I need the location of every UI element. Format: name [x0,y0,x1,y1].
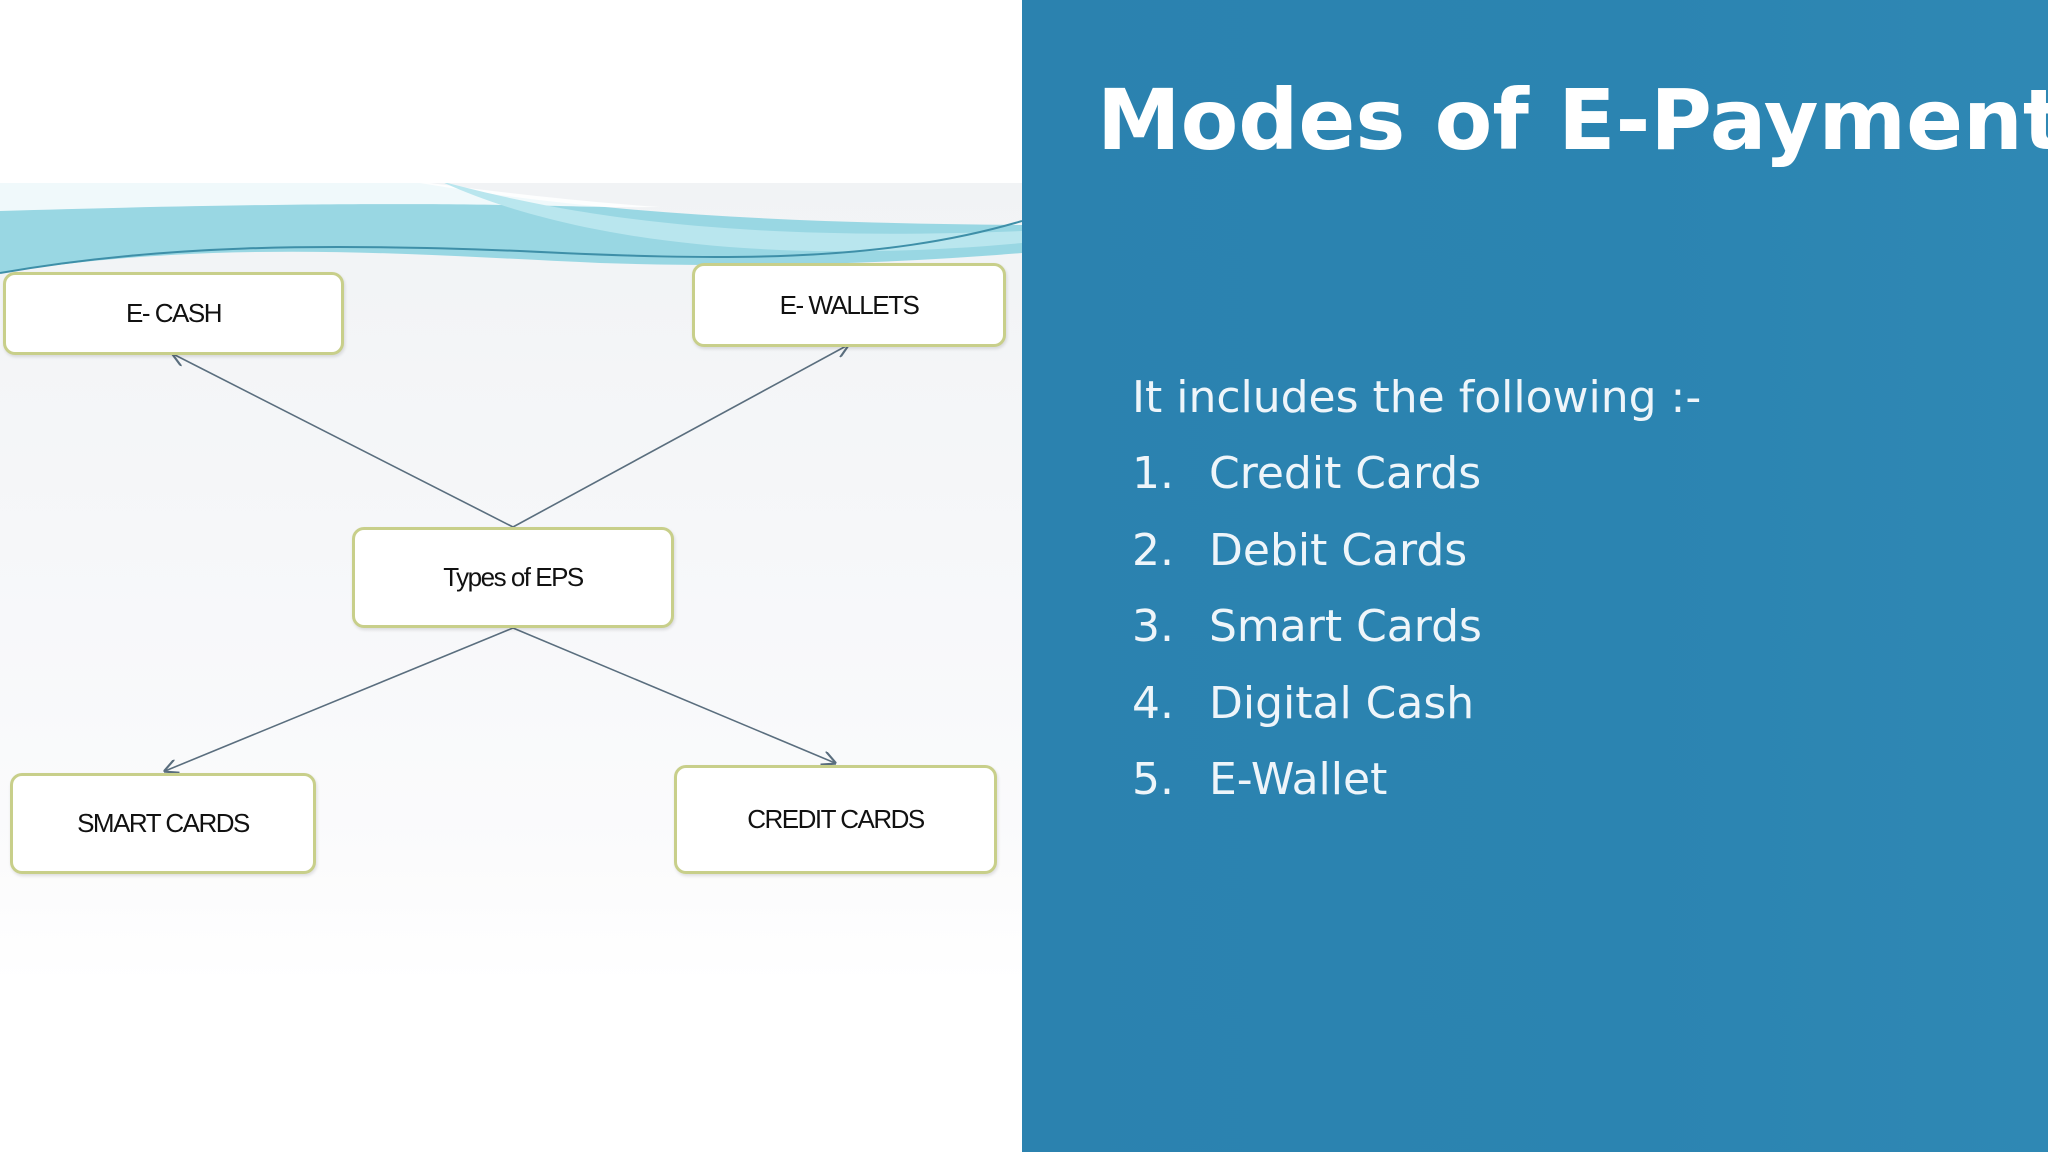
list-item-number: 4. [1132,677,1174,729]
diagram-connectors [0,183,1022,983]
list-item: 3. Smart Cards [1132,589,2012,666]
slide-title: Modes of E-Payment [1097,71,2048,169]
eps-types-diagram: E- CASH E- WALLETS Types of EPS SMART CA… [0,183,1022,983]
intro-text: It includes the following :- [1132,372,1702,423]
list-item-label: Credit Cards [1209,448,1482,499]
arrow-to-credit-cards [512,627,835,763]
list-item: 4. Digital Cash [1132,666,2012,743]
arrow-to-e-cash [173,354,514,528]
list-item: 1. Credit Cards [1132,436,2012,513]
node-credit-cards: CREDIT CARDS [674,765,997,874]
node-types-of-eps: Types of EPS [352,527,674,628]
decorative-wave [0,183,1022,274]
list-item-label: Debit Cards [1209,524,1468,576]
list-item-number: 1. [1132,448,1174,499]
list-item-label: Digital Cash [1209,677,1475,729]
list-item-number: 3. [1132,601,1174,652]
list-item: 2. Debit Cards [1132,513,2012,590]
list-item-label: Smart Cards [1209,601,1482,652]
arrow-to-e-wallets [512,345,848,528]
list-item-label: E-Wallet [1209,754,1388,805]
list-item-number: 5. [1132,754,1174,805]
list-item-number: 2. [1132,524,1174,576]
node-e-cash: E- CASH [3,272,344,355]
node-smart-cards: SMART CARDS [10,773,316,874]
payment-modes-list: 1. Credit Cards 2. Debit Cards 3. Smart … [1132,436,2012,819]
arrow-to-smart-cards [165,627,514,771]
content-panel: Modes of E-Payment It includes the follo… [1022,0,2048,1152]
list-item: 5. E-Wallet [1132,742,2012,819]
slide-body: It includes the following :- 1. Credit C… [1132,360,2012,819]
node-e-wallets: E- WALLETS [692,263,1006,347]
